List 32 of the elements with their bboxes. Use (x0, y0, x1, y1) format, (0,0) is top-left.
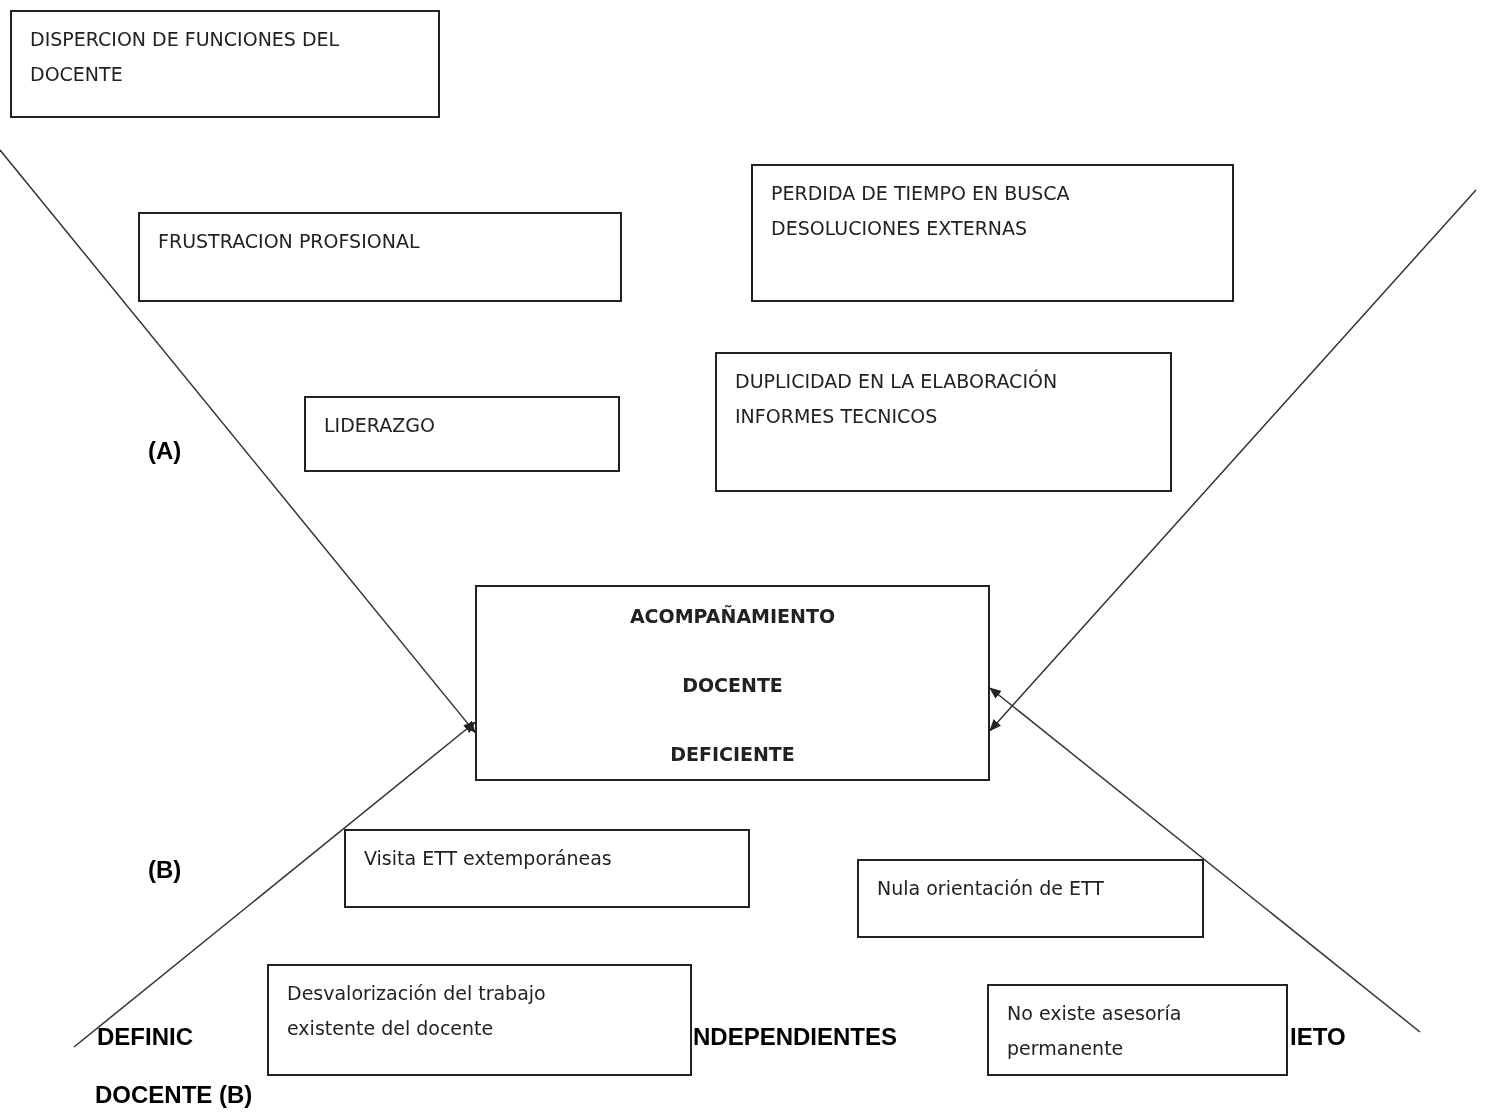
box-text: Visita ETT extemporáneas (364, 846, 612, 871)
label-text: NDEPENDIENTES (693, 1023, 898, 1051)
cause-box (715, 352, 1172, 492)
arrow (0, 149, 476, 734)
box-text: DUPLICIDAD EN LA ELABORACIÓN INFORMES TECNICOS (735, 368, 1059, 430)
cause-box (138, 212, 622, 302)
cause-box (10, 10, 440, 118)
problem-box (475, 585, 990, 781)
cause-box (857, 859, 1204, 938)
label-text: IETO (1290, 1023, 1346, 1051)
box-text: Desvalorización del trabajo existente del docente (287, 981, 547, 1042)
arrow (73, 721, 476, 1048)
box-text: FRUSTRACION PROFSIONAL (158, 229, 420, 254)
arrow (989, 189, 1477, 732)
label-text: (B) (148, 856, 182, 884)
cause-box (344, 829, 750, 908)
box-text: No existe asesoría permanente (1007, 1001, 1183, 1062)
box-text: ACOMPAÑAMIENTO (629, 604, 836, 629)
box-text: LIDERAZGO (324, 413, 435, 438)
cause-box (267, 964, 692, 1076)
box-text: DISPERCION DE FUNCIONES DEL DOCENTE (30, 27, 341, 88)
box-text: Nula orientación de ETT (877, 876, 1104, 901)
box-text: DEFICIENTE (670, 742, 795, 768)
cause-box (304, 396, 620, 472)
label-text: DOCENTE (B) (95, 1081, 253, 1109)
cause-box (987, 984, 1288, 1076)
label-text: (A) (148, 437, 182, 465)
cause-box (751, 164, 1234, 302)
box-text: DOCENTE (682, 673, 783, 699)
label-text: DEFINIC (97, 1023, 193, 1051)
arrow (989, 687, 1421, 1033)
box-text: PERDIDA DE TIEMPO EN BUSCA DESOLUCIONES EXTERNAS (771, 181, 1071, 242)
